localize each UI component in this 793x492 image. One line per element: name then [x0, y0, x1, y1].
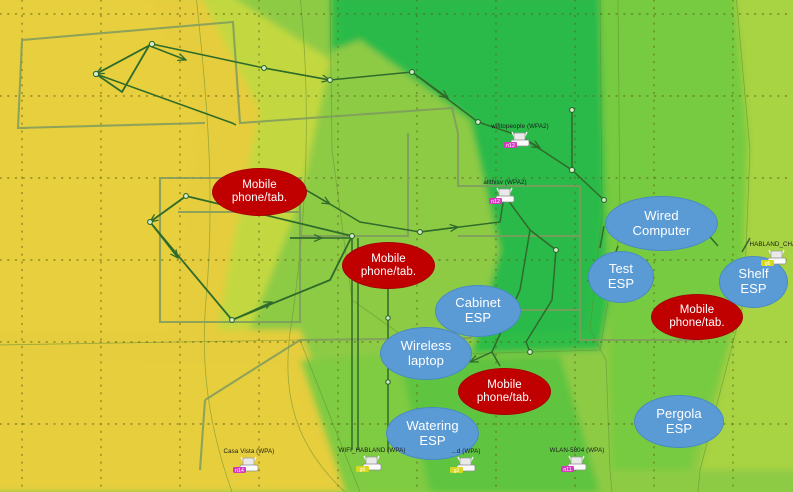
svg-text:g6: g6 — [765, 261, 771, 267]
ap-allthisv-ssid-label: allthisv (WPA2) — [483, 179, 527, 186]
router-icon: n12 — [503, 131, 537, 150]
svg-text:n12: n12 — [506, 143, 515, 149]
node-mobile-2[interactable]: Mobile phone/tab. — [342, 242, 435, 289]
node-wireless-laptop[interactable]: Wireless laptop — [380, 327, 472, 380]
svg-text:n14: n14 — [235, 468, 244, 474]
svg-text:n11: n11 — [563, 467, 571, 473]
node-wired-computer[interactable]: Wired Computer — [605, 196, 718, 251]
node-mobile-4[interactable]: Mobile phone/tab. — [458, 368, 551, 415]
router-icon: n14 — [232, 456, 266, 475]
node-watering-esp[interactable]: Watering ESP — [386, 407, 479, 460]
router-icon: g2 — [449, 456, 483, 475]
node-mobile-3[interactable]: Mobile phone/tab. — [651, 294, 743, 340]
ap-unknown-wpa-ssid-label: ...d (WPA) — [451, 448, 481, 455]
svg-text:n12: n12 — [491, 199, 500, 205]
node-cabinet-esp[interactable]: Cabinet ESP — [435, 285, 521, 337]
ap-wifitopeople-ssid-label: wifitopeople (WPA2) — [491, 123, 549, 130]
router-icon: n11 — [560, 455, 594, 474]
node-mobile-1[interactable]: Mobile phone/tab. — [212, 168, 307, 216]
ap-wifi-habland-ssid-label: WIFI_HABLAND (WPA) — [338, 447, 406, 454]
ap-habland-charl-ssid-label: HABLAND_CHARL — [749, 241, 793, 248]
node-test-esp[interactable]: Test ESP — [588, 251, 654, 303]
router-icon: g6 — [760, 249, 793, 268]
node-pergola-esp[interactable]: Pergola ESP — [634, 395, 724, 448]
node-shelf-esp[interactable]: Shelf ESP — [719, 256, 788, 308]
router-icon: g6 — [355, 455, 389, 474]
router-icon: n12 — [488, 187, 522, 206]
ap-casa-vista-ssid-label: Casa Vista (WPA) — [223, 448, 275, 455]
svg-text:g2: g2 — [454, 468, 460, 474]
svg-text:g6: g6 — [360, 467, 366, 473]
ap-wlan-5804-ssid-label: WLAN-5804 (WPA) — [549, 447, 605, 454]
